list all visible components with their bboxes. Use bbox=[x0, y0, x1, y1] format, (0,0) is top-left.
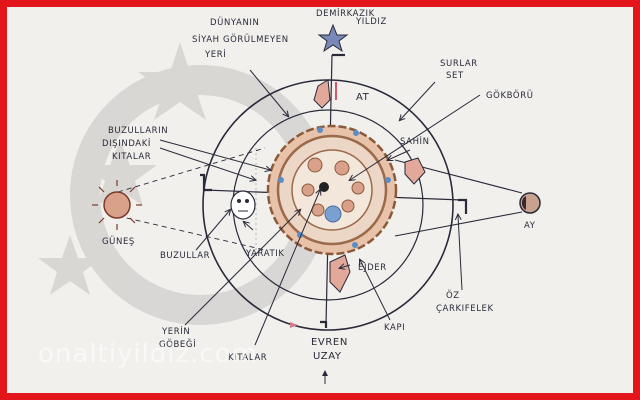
ejder-creature bbox=[329, 254, 351, 293]
label-gokboru: GÖKBÖRÜ bbox=[486, 90, 534, 101]
label-kapi: KAPI bbox=[384, 323, 405, 333]
sun-icon bbox=[92, 180, 142, 230]
label-ejder: EJDER bbox=[358, 263, 387, 273]
label-buzullar: BUZULLAR bbox=[160, 251, 210, 261]
label-ay: AY bbox=[524, 221, 536, 231]
label-gobegi: GÖBEĞİ bbox=[159, 338, 196, 350]
sahin-creature bbox=[404, 157, 426, 185]
label-demirkazik: DEMİRKAZIK bbox=[316, 8, 375, 19]
label-set: SET bbox=[446, 71, 464, 81]
label-kitalar-bottom: KITALAR bbox=[228, 353, 267, 363]
bottom-marks bbox=[290, 322, 328, 384]
label-disindaki: DIŞINDAKİ bbox=[102, 138, 151, 149]
north-star-icon bbox=[317, 23, 349, 53]
label-dunyanin: DÜNYANIN bbox=[210, 17, 260, 28]
label-siyah: SİYAH GÖRÜLMEYEN bbox=[192, 34, 289, 45]
label-yaratik: YARATIK bbox=[245, 249, 285, 259]
yaratik-creature bbox=[230, 190, 256, 220]
watermark-text: onaltiyildiz.com bbox=[38, 339, 258, 369]
label-yerin: YERİN bbox=[161, 326, 190, 337]
label-sahin: ŞAHİN bbox=[400, 136, 430, 147]
at-creature bbox=[313, 79, 331, 109]
label-yildiz: YILDIZ bbox=[355, 17, 387, 27]
label-evren: EVREN bbox=[311, 337, 348, 348]
label-yeri: YERİ bbox=[204, 49, 226, 60]
earth-disc bbox=[266, 124, 398, 256]
label-oz: ÖZ bbox=[446, 290, 460, 301]
label-buzullarin: BUZULLARIN bbox=[108, 126, 168, 136]
cosmology-diagram: DÜNYANIN SİYAH GÖRÜLMEYEN YERİ DEMİRKAZI… bbox=[38, 8, 541, 384]
pointer-arrows bbox=[159, 69, 481, 346]
label-surlar: SURLAR bbox=[440, 59, 478, 69]
label-uzay: UZAY bbox=[313, 351, 342, 362]
moon-icon bbox=[519, 192, 541, 214]
label-carkifelek: ÇARKIFELEK bbox=[436, 304, 494, 314]
label-at: AT bbox=[356, 92, 370, 103]
label-kitalar-left: KITALAR bbox=[112, 152, 151, 162]
label-gunes: GÜNEŞ bbox=[102, 236, 135, 247]
